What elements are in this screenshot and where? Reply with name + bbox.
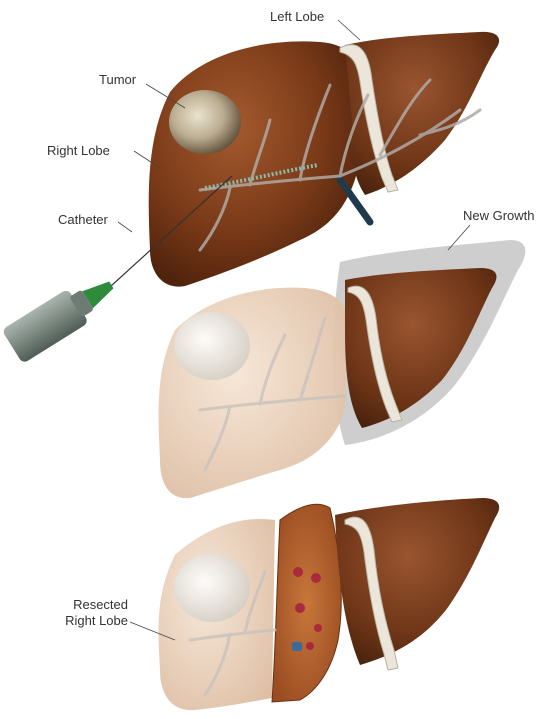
label-tumor: Tumor	[99, 72, 136, 87]
label-resected-right-lobe: Right Lobe	[48, 613, 128, 628]
label-catheter: Catheter	[58, 212, 108, 227]
label-left-lobe: Left Lobe	[270, 9, 324, 24]
label-right-lobe: Right Lobe	[47, 143, 110, 158]
label-resected: Resected	[58, 597, 128, 612]
liver-middle	[159, 240, 526, 498]
tumor-middle	[174, 312, 250, 380]
resection-surface	[272, 504, 341, 702]
leader-left-lobe	[338, 20, 360, 40]
right-lobe-middle	[159, 288, 348, 499]
tumor-bottom	[174, 554, 250, 622]
right-lobe-top	[149, 41, 360, 286]
leader-catheter	[118, 222, 132, 232]
liver-bottom	[159, 498, 500, 710]
label-new-growth: New Growth	[463, 208, 535, 223]
tumor-top	[169, 90, 241, 154]
